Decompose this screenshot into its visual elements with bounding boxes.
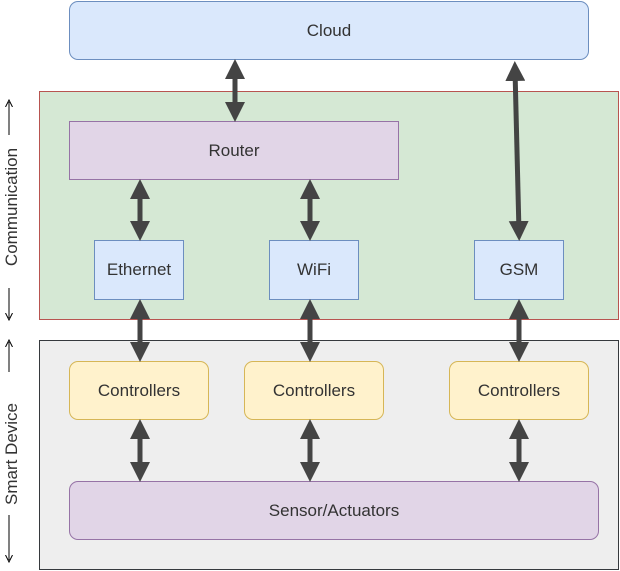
- sensor-actuators-node: Sensor/Actuators: [69, 481, 599, 540]
- arrow-cloud-gsm: [505, 61, 529, 241]
- controllers-node-1: Controllers: [69, 361, 209, 420]
- controllers-node-2: Controllers: [244, 361, 384, 420]
- router-node: Router: [69, 121, 399, 180]
- cloud-node: Cloud: [69, 1, 589, 60]
- controllers-node-3: Controllers: [449, 361, 589, 420]
